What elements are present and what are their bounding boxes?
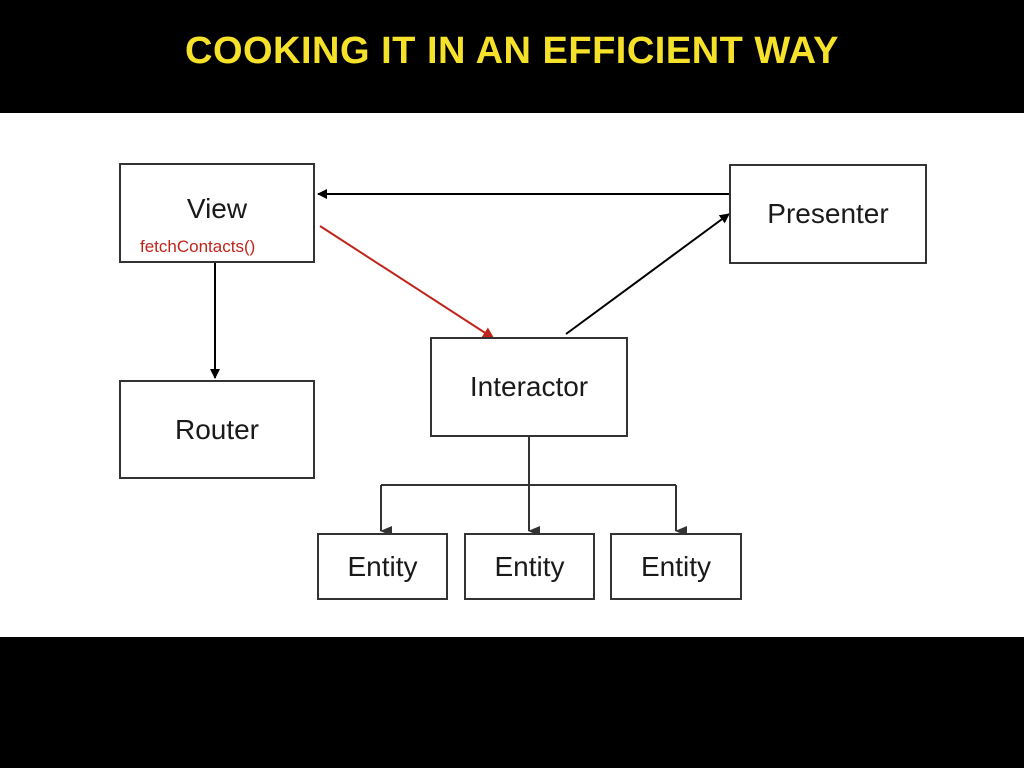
view-node: View: [119, 163, 315, 263]
interactor-node-label: Interactor: [469, 371, 589, 402]
entity-node-label: Entity: [640, 550, 712, 582]
interactor-node: Interactor: [430, 337, 628, 437]
edge-interactor-to-presenter: [565, 213, 730, 335]
presenter-node: Presenter: [729, 164, 927, 264]
view-node-label: View: [186, 193, 248, 224]
router-node: Router: [119, 380, 315, 479]
presenter-node-label: Presenter: [767, 198, 889, 229]
entity-node: Entity: [317, 533, 448, 600]
fetch-contacts-label: fetchContacts(): [140, 237, 256, 256]
entity-node: Entity: [464, 533, 595, 600]
router-node-label: Router: [174, 413, 260, 445]
diagram-arrows: [210, 189, 730, 536]
entity-node-label: Entity: [347, 550, 418, 582]
entity-node: Entity: [610, 533, 742, 600]
architecture-diagram: View fetchContacts() Presenter Router In…: [0, 113, 1024, 637]
slide-title: COOKING IT IN AN EFFICIENT WAY: [185, 30, 839, 72]
edge-view-to-interactor: [319, 225, 495, 340]
entity-node-label: Entity: [494, 550, 565, 582]
